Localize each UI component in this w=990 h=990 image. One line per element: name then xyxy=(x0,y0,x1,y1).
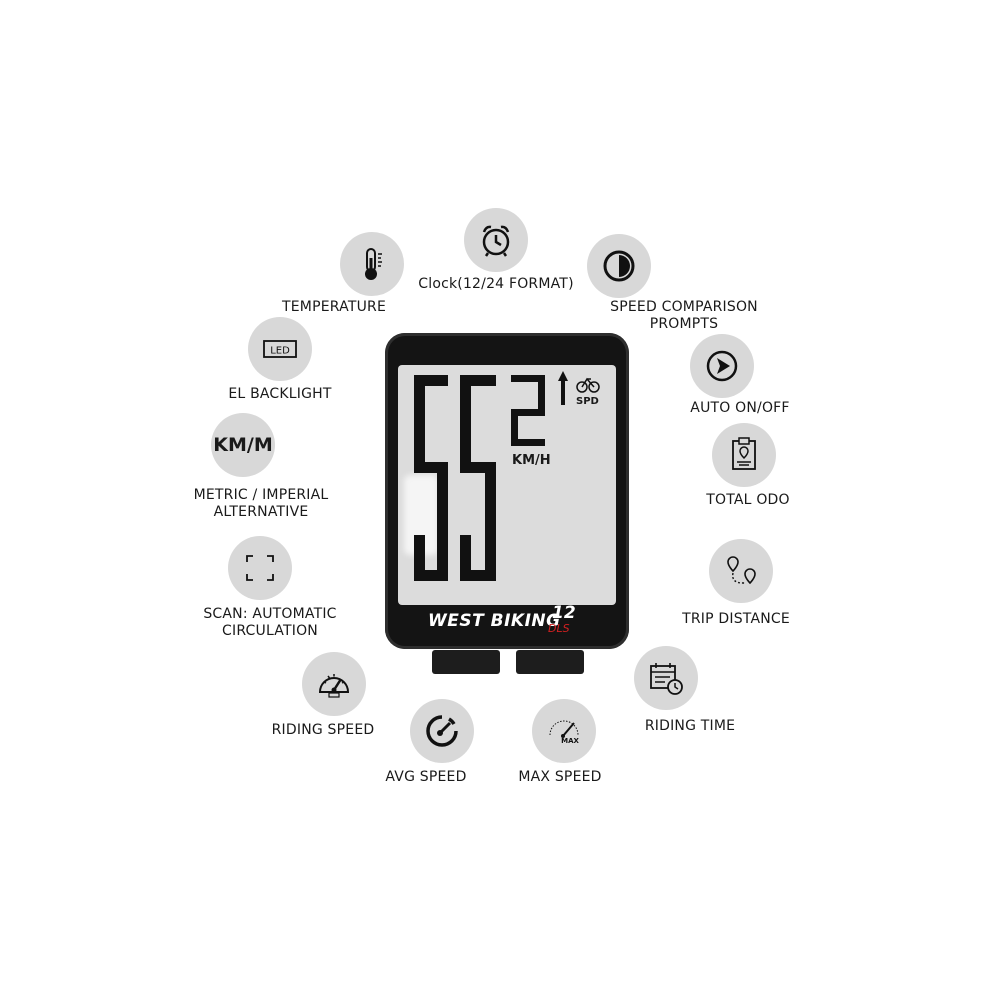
feature-riding-speed-label: RIDING SPEED xyxy=(271,722,375,738)
max-gauge-icon: MAX xyxy=(549,720,579,745)
thermometer-icon xyxy=(365,248,382,280)
model-number: 12 xyxy=(552,603,576,623)
play-arrow-icon xyxy=(706,350,738,382)
model-suffix: DLS xyxy=(548,622,570,635)
digit-2-small xyxy=(511,375,545,446)
feature-clock-label: Clock(12/24 FORMAT) xyxy=(418,276,574,292)
half-circle-icon xyxy=(603,250,635,282)
mount-foot-left xyxy=(432,650,500,674)
gauge-icon xyxy=(426,715,458,747)
feature-auto-on-off-label: AUTO ON/OFF xyxy=(690,400,790,416)
bicycle-icon xyxy=(576,377,600,393)
feature-avg-speed-label: AVG SPEED xyxy=(385,769,467,785)
feature-max-speed-label: MAX SPEED xyxy=(518,769,602,785)
scan-frame-icon xyxy=(246,555,274,581)
led-icon: LED xyxy=(263,340,297,358)
speed-unit-label: KM/H xyxy=(512,453,551,468)
up-arrow-icon xyxy=(558,371,568,405)
svg-text:MAX: MAX xyxy=(561,737,579,745)
route-pins-icon xyxy=(727,556,756,585)
feature-metric-imperial-label: METRIC / IMPERIAL ALTERNATIVE xyxy=(193,487,329,520)
calendar-clock-icon xyxy=(650,663,683,695)
svg-text:LED: LED xyxy=(270,346,290,357)
feature-trip-distance-label: TRIP DISTANCE xyxy=(682,611,790,627)
brand-logo: WEST BIKING xyxy=(428,611,561,631)
lcd-screen xyxy=(398,365,616,605)
mount-foot-right xyxy=(516,650,584,674)
feature-riding-time-label: RIDING TIME xyxy=(644,718,736,734)
speed-digits-display xyxy=(414,371,600,581)
clipboard-location-icon xyxy=(732,437,756,470)
feature-speed-comparison-label: SPEED COMPARISON PROMPTS xyxy=(610,299,758,332)
alarm-clock-icon xyxy=(482,225,510,257)
feature-el-backlight-label: EL BACKLIGHT xyxy=(228,386,332,402)
mode-label: SPD xyxy=(576,396,599,407)
feature-total-odo-label: TOTAL ODO xyxy=(706,492,790,508)
speedometer-icon xyxy=(318,674,350,698)
km-m-icon: KM/M xyxy=(213,434,273,456)
feature-temperature-label: TEMPERATURE xyxy=(282,299,386,315)
digit-5-second xyxy=(460,375,496,581)
feature-scan-label: SCAN: AUTOMATIC CIRCULATION xyxy=(203,606,337,639)
digit-5-first xyxy=(414,375,448,581)
